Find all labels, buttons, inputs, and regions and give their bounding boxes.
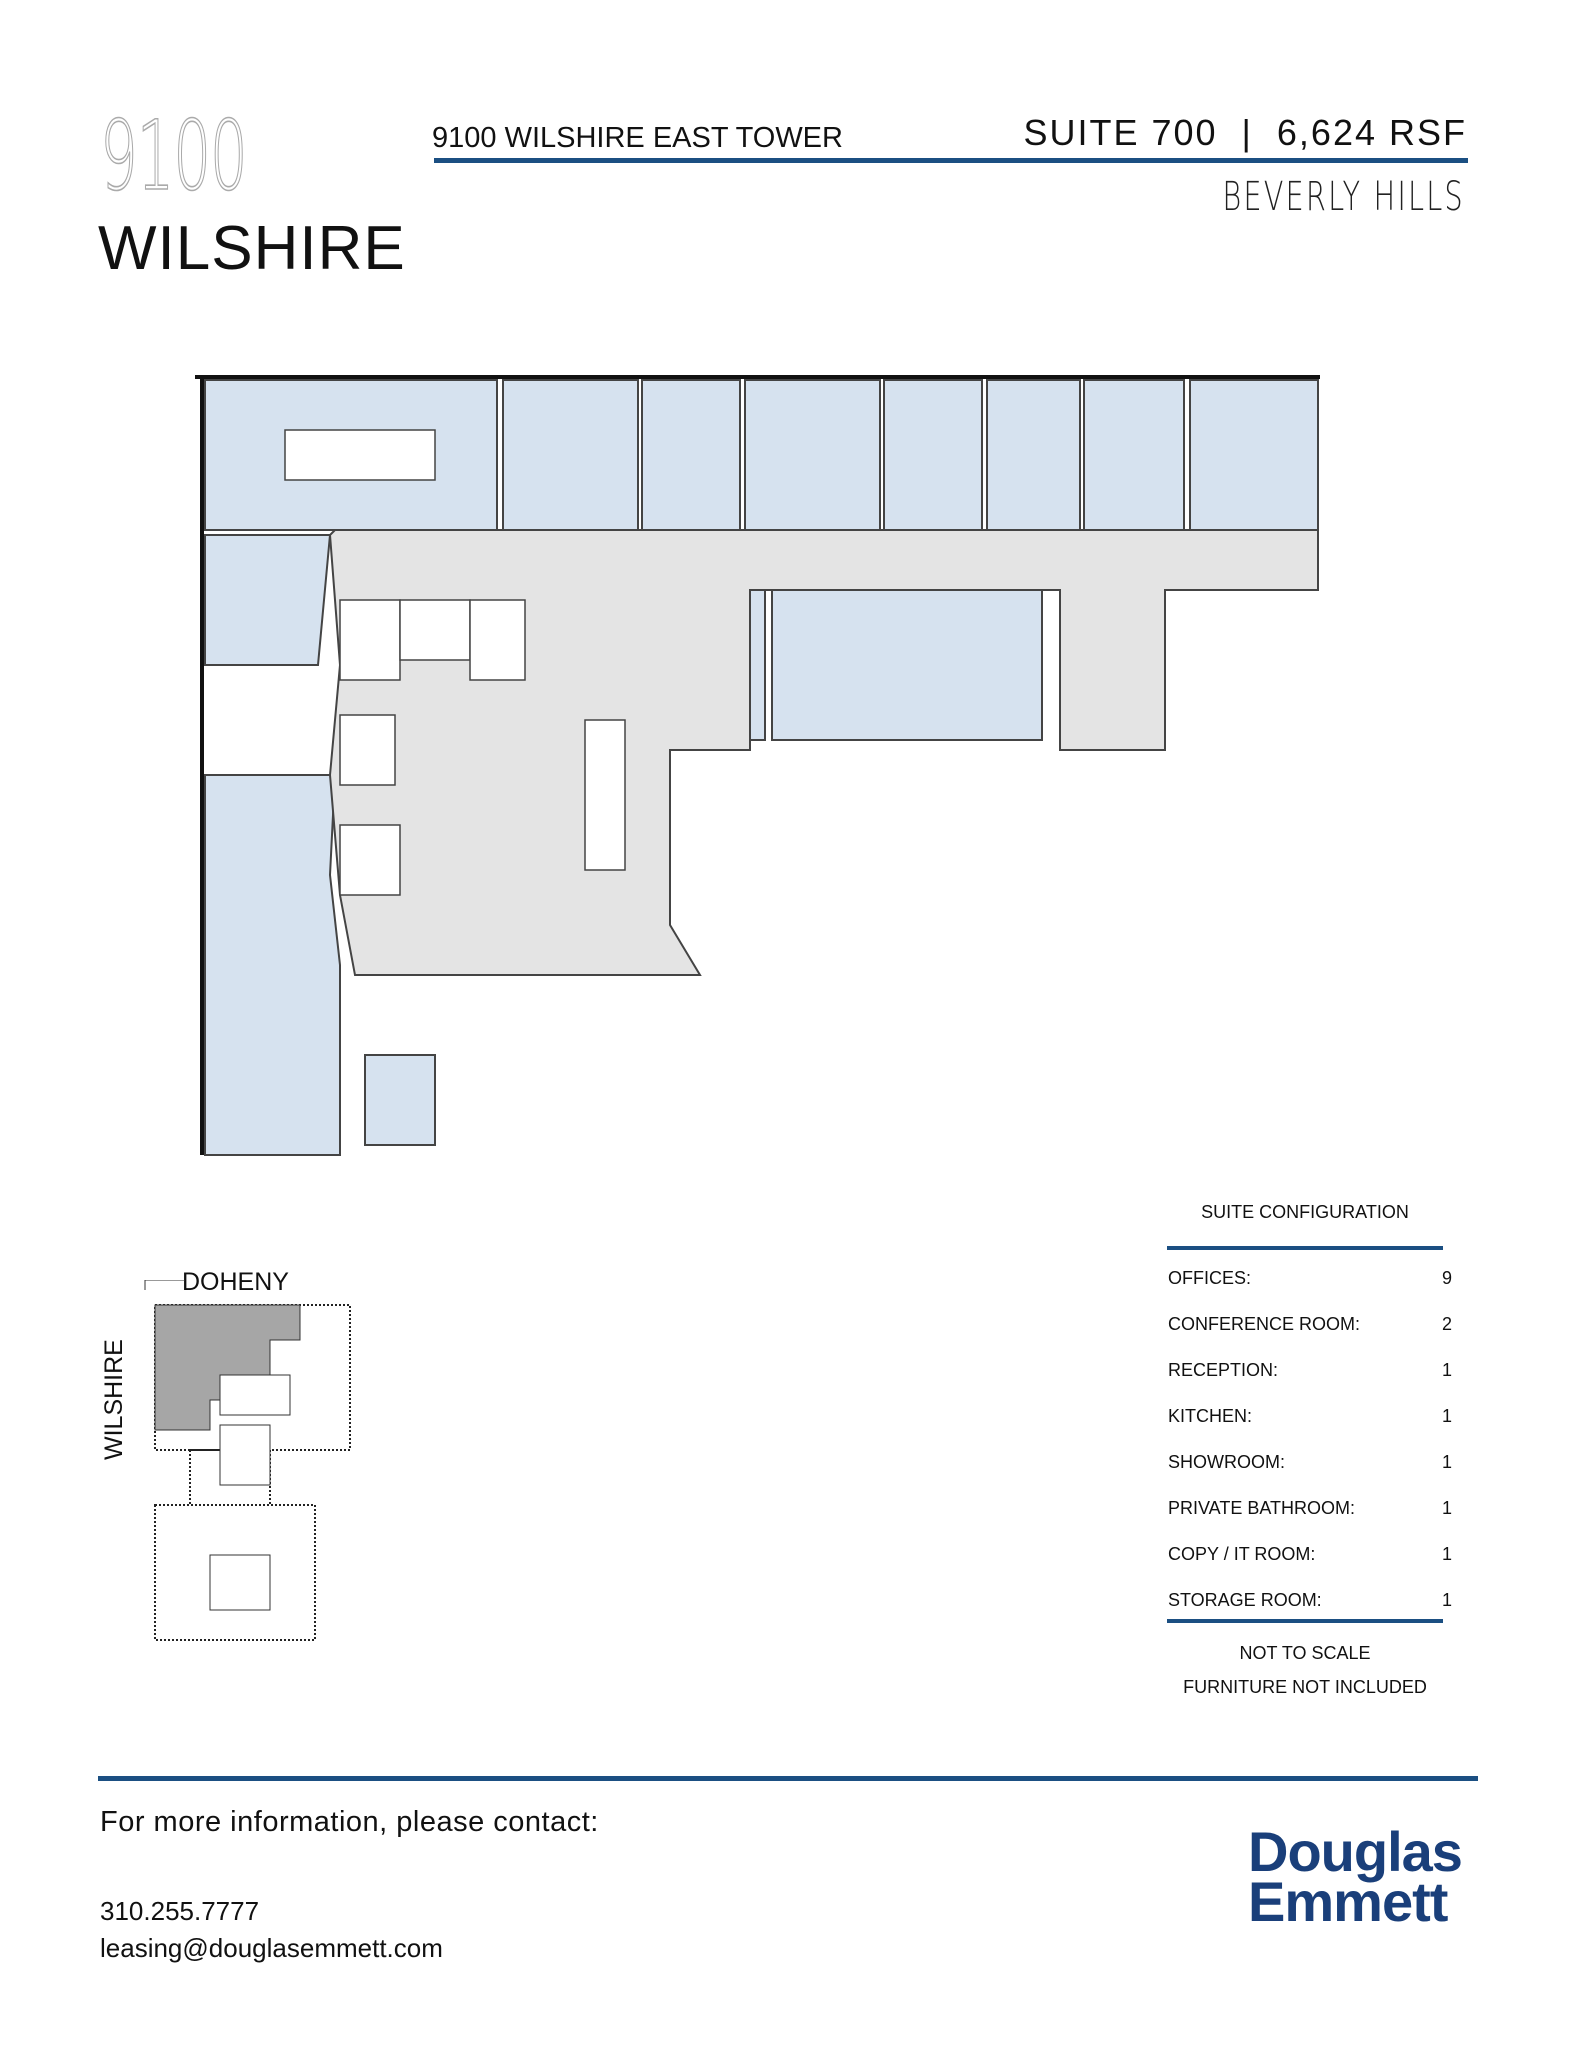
building-name: 9100 WILSHIRE EAST TOWER <box>432 122 843 154</box>
corridor <box>328 529 1319 976</box>
office <box>641 379 741 531</box>
note-furniture: FURNITURE NOT INCLUDED <box>1183 1677 1427 1697</box>
suite-info: SUITE 700 | 6,624 RSF <box>1023 112 1467 153</box>
config-row-offices: OFFICES: 9 <box>1168 1262 1452 1308</box>
brand-line1: Douglas <box>1248 1820 1463 1883</box>
config-value: 2 <box>1441 1314 1452 1334</box>
config-divider-bottom <box>1167 1619 1443 1623</box>
config-value: 1 <box>1441 1360 1452 1380</box>
footer-divider <box>98 1776 1478 1781</box>
contact-phone[interactable]: 310.255.7777 <box>100 1896 260 1926</box>
suite-config-title: SUITE CONFIGURATION <box>1201 1202 1409 1222</box>
config-value: 1 <box>1441 1590 1452 1610</box>
key-map <box>144 1280 351 1641</box>
config-row-kitchen: KITCHEN: 1 <box>1168 1400 1452 1446</box>
street-label-wilshire: WILSHIRE <box>100 1339 128 1460</box>
config-value: 1 <box>1441 1406 1452 1426</box>
kitchen <box>771 589 1043 741</box>
office <box>502 379 639 531</box>
config-value: 1 <box>1441 1544 1452 1564</box>
city-name: BEVERLY HILLS <box>1222 174 1465 220</box>
config-label: OFFICES: <box>1168 1268 1252 1288</box>
contact-email[interactable]: leasing@douglasemmett.com <box>100 1933 443 1963</box>
office <box>1083 379 1185 531</box>
config-row-reception: RECEPTION: 1 <box>1168 1354 1452 1400</box>
config-label: COPY / IT ROOM: <box>1168 1544 1316 1564</box>
brand-line2: Emmett <box>1248 1870 1448 1933</box>
office <box>1189 379 1319 531</box>
header-divider <box>434 158 1468 163</box>
conference-table <box>284 429 436 481</box>
config-row-copy-it: COPY / IT ROOM: 1 <box>1168 1538 1452 1584</box>
office-left <box>204 534 332 666</box>
config-label: PRIVATE BATHROOM: <box>1168 1498 1356 1518</box>
config-label: KITCHEN: <box>1168 1406 1253 1426</box>
storage-room <box>364 1054 436 1146</box>
config-row-bathroom: PRIVATE BATHROOM: 1 <box>1168 1492 1452 1538</box>
office <box>986 379 1081 531</box>
logo-word: WILSHIRE <box>98 214 406 283</box>
conference-table-2 <box>584 719 626 871</box>
config-label: SHOWROOM: <box>1168 1452 1285 1472</box>
config-divider-top <box>1167 1246 1443 1250</box>
logo-number: 9100 <box>100 100 249 212</box>
config-label: STORAGE ROOM: <box>1168 1590 1322 1610</box>
office <box>744 379 881 531</box>
suite-config-list: OFFICES:9 CONFERENCE ROOM:2 RECEPTION:1 … <box>1168 1262 1452 1630</box>
floor-plan <box>195 375 1320 1156</box>
window-columns <box>195 375 1320 1155</box>
street-label-doheny: DOHENY <box>182 1268 289 1296</box>
config-value: 1 <box>1441 1452 1452 1472</box>
config-row-storage: STORAGE ROOM: 1 <box>1168 1584 1452 1630</box>
douglas-emmett-logo: Douglas Emmett <box>1248 1820 1463 1933</box>
contact-heading: For more information, please contact: <box>100 1806 599 1838</box>
office <box>883 379 983 531</box>
config-label: RECEPTION: <box>1168 1360 1279 1380</box>
config-value: 1 <box>1441 1498 1452 1518</box>
config-value: 9 <box>1441 1268 1452 1288</box>
showroom <box>204 774 341 1156</box>
config-label: CONFERENCE ROOM: <box>1168 1314 1361 1334</box>
config-row-conference: CONFERENCE ROOM: 2 <box>1168 1308 1452 1354</box>
note-not-to-scale: NOT TO SCALE <box>1239 1643 1371 1663</box>
config-row-showroom: SHOWROOM: 1 <box>1168 1446 1452 1492</box>
config-notes: NOT TO SCALE FURNITURE NOT INCLUDED <box>1150 1636 1460 1704</box>
